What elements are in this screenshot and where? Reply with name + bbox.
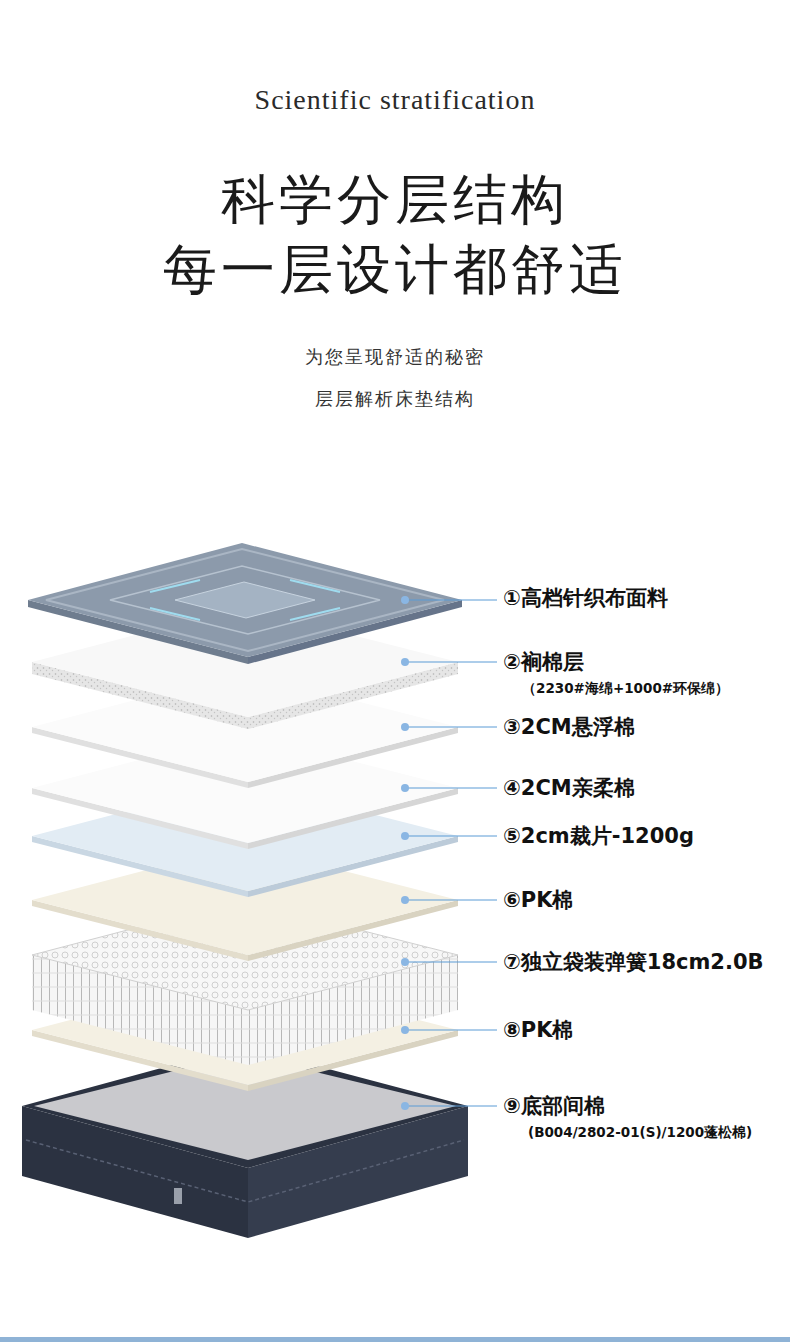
- page-title: 科学分层结构 每一层设计都舒适: [160, 165, 630, 305]
- layer-label: ③2CM悬浮棉: [503, 713, 635, 741]
- layer-note: (B004/2802-01(S)/1200蓬松棉): [528, 1124, 752, 1142]
- layer-note: （2230#海绵+1000#环保绵）: [522, 680, 729, 698]
- layer-label: ②裥棉层: [503, 648, 584, 676]
- leader-lines: [405, 600, 497, 1106]
- layer-label: ⑥PK棉: [503, 886, 573, 914]
- subtitle: 为您呈现舒适的秘密: [0, 345, 790, 369]
- layer-label: ④2CM亲柔棉: [503, 774, 635, 802]
- layer-label: ⑦独立袋装弹簧18cm2.0B: [503, 948, 764, 976]
- subtitle: 层层解析床垫结构: [0, 387, 790, 411]
- english-heading: Scientific stratification: [0, 84, 790, 116]
- bottom-rule: [0, 1337, 790, 1342]
- layer-label: ⑨底部间棉: [503, 1092, 605, 1120]
- leader-dots: [401, 596, 409, 1110]
- layer-label: ⑧PK棉: [503, 1016, 573, 1044]
- zipper-pull: [174, 1188, 182, 1204]
- layer-label: ⑤2cm裁片-1200g: [503, 822, 694, 850]
- fabric-layer: [28, 543, 462, 664]
- layer-label: ①高档针织布面料: [503, 584, 668, 612]
